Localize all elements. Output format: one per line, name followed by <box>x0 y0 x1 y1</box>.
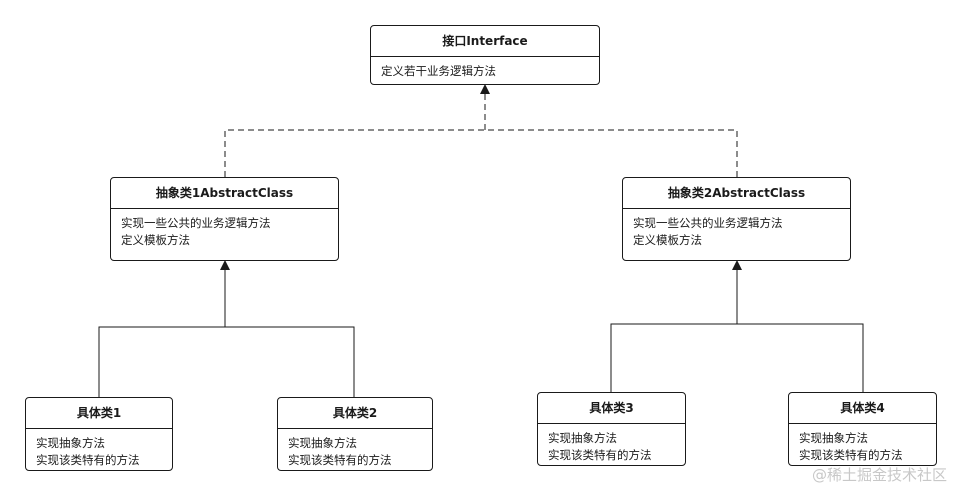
abstract-class-2-line-2: 定义模板方法 <box>633 233 702 247</box>
concrete-class-3-line-1: 实现抽象方法 <box>548 431 617 445</box>
concrete-class-1-line-1: 实现抽象方法 <box>36 436 105 450</box>
concrete-class-3-title: 具体类3 <box>538 393 685 424</box>
interface-body: 定义若干业务逻辑方法 <box>371 57 599 80</box>
inheritance-line-concrete4 <box>737 323 864 392</box>
concrete-class-2-title: 具体类2 <box>278 398 432 429</box>
inheritance-connector-right <box>610 260 864 392</box>
abstract-class-2-body: 实现一些公共的业务逻辑方法 定义模板方法 <box>623 209 850 249</box>
concrete-class-4-line-1: 实现抽象方法 <box>799 431 868 445</box>
abstract-class-2-title: 抽象类2AbstractClass <box>623 178 850 209</box>
realization-connector <box>224 84 738 177</box>
inheritance-line-concrete3 <box>610 323 737 392</box>
watermark-text: @稀土掘金技术社区 <box>811 466 947 484</box>
abstract-class-1-line-2: 定义模板方法 <box>121 233 190 247</box>
concrete-class-2-body: 实现抽象方法 实现该类特有的方法 <box>278 429 432 469</box>
concrete-class-4-title: 具体类4 <box>789 393 936 424</box>
concrete-class-2-line-1: 实现抽象方法 <box>288 436 357 450</box>
concrete-class-4-box: 具体类4 实现抽象方法 实现该类特有的方法 <box>788 392 937 466</box>
concrete-class-1-body: 实现抽象方法 实现该类特有的方法 <box>26 429 172 469</box>
abstract-class-2-box: 抽象类2AbstractClass 实现一些公共的业务逻辑方法 定义模板方法 <box>622 177 851 261</box>
abstract-class-1-title: 抽象类1AbstractClass <box>111 178 338 209</box>
concrete-class-2-box: 具体类2 实现抽象方法 实现该类特有的方法 <box>277 397 433 471</box>
concrete-class-1-title: 具体类1 <box>26 398 172 429</box>
abstract-class-1-line-1: 实现一些公共的业务逻辑方法 <box>121 216 271 230</box>
concrete-class-1-line-2: 实现该类特有的方法 <box>36 453 140 467</box>
inheritance-line-concrete2 <box>225 326 355 397</box>
interface-box: 接口Interface 定义若干业务逻辑方法 <box>370 25 600 85</box>
concrete-class-4-line-2: 实现该类特有的方法 <box>799 448 903 462</box>
concrete-class-2-line-2: 实现该类特有的方法 <box>288 453 392 467</box>
abstract-class-1-body: 实现一些公共的业务逻辑方法 定义模板方法 <box>111 209 338 249</box>
interface-title: 接口Interface <box>371 26 599 57</box>
concrete-class-1-box: 具体类1 实现抽象方法 实现该类特有的方法 <box>25 397 173 471</box>
realization-line-abstract1 <box>224 129 485 177</box>
realization-line-abstract2 <box>485 129 738 177</box>
concrete-class-3-box: 具体类3 实现抽象方法 实现该类特有的方法 <box>537 392 686 466</box>
abstract-class-1-box: 抽象类1AbstractClass 实现一些公共的业务逻辑方法 定义模板方法 <box>110 177 339 261</box>
concrete-class-3-line-2: 实现该类特有的方法 <box>548 448 652 462</box>
concrete-class-4-body: 实现抽象方法 实现该类特有的方法 <box>789 424 936 464</box>
inheritance-connector-left <box>98 260 355 397</box>
interface-method-line: 定义若干业务逻辑方法 <box>381 64 496 78</box>
inheritance-line-concrete1 <box>98 326 225 397</box>
abstract-class-2-line-1: 实现一些公共的业务逻辑方法 <box>633 216 783 230</box>
concrete-class-3-body: 实现抽象方法 实现该类特有的方法 <box>538 424 685 464</box>
